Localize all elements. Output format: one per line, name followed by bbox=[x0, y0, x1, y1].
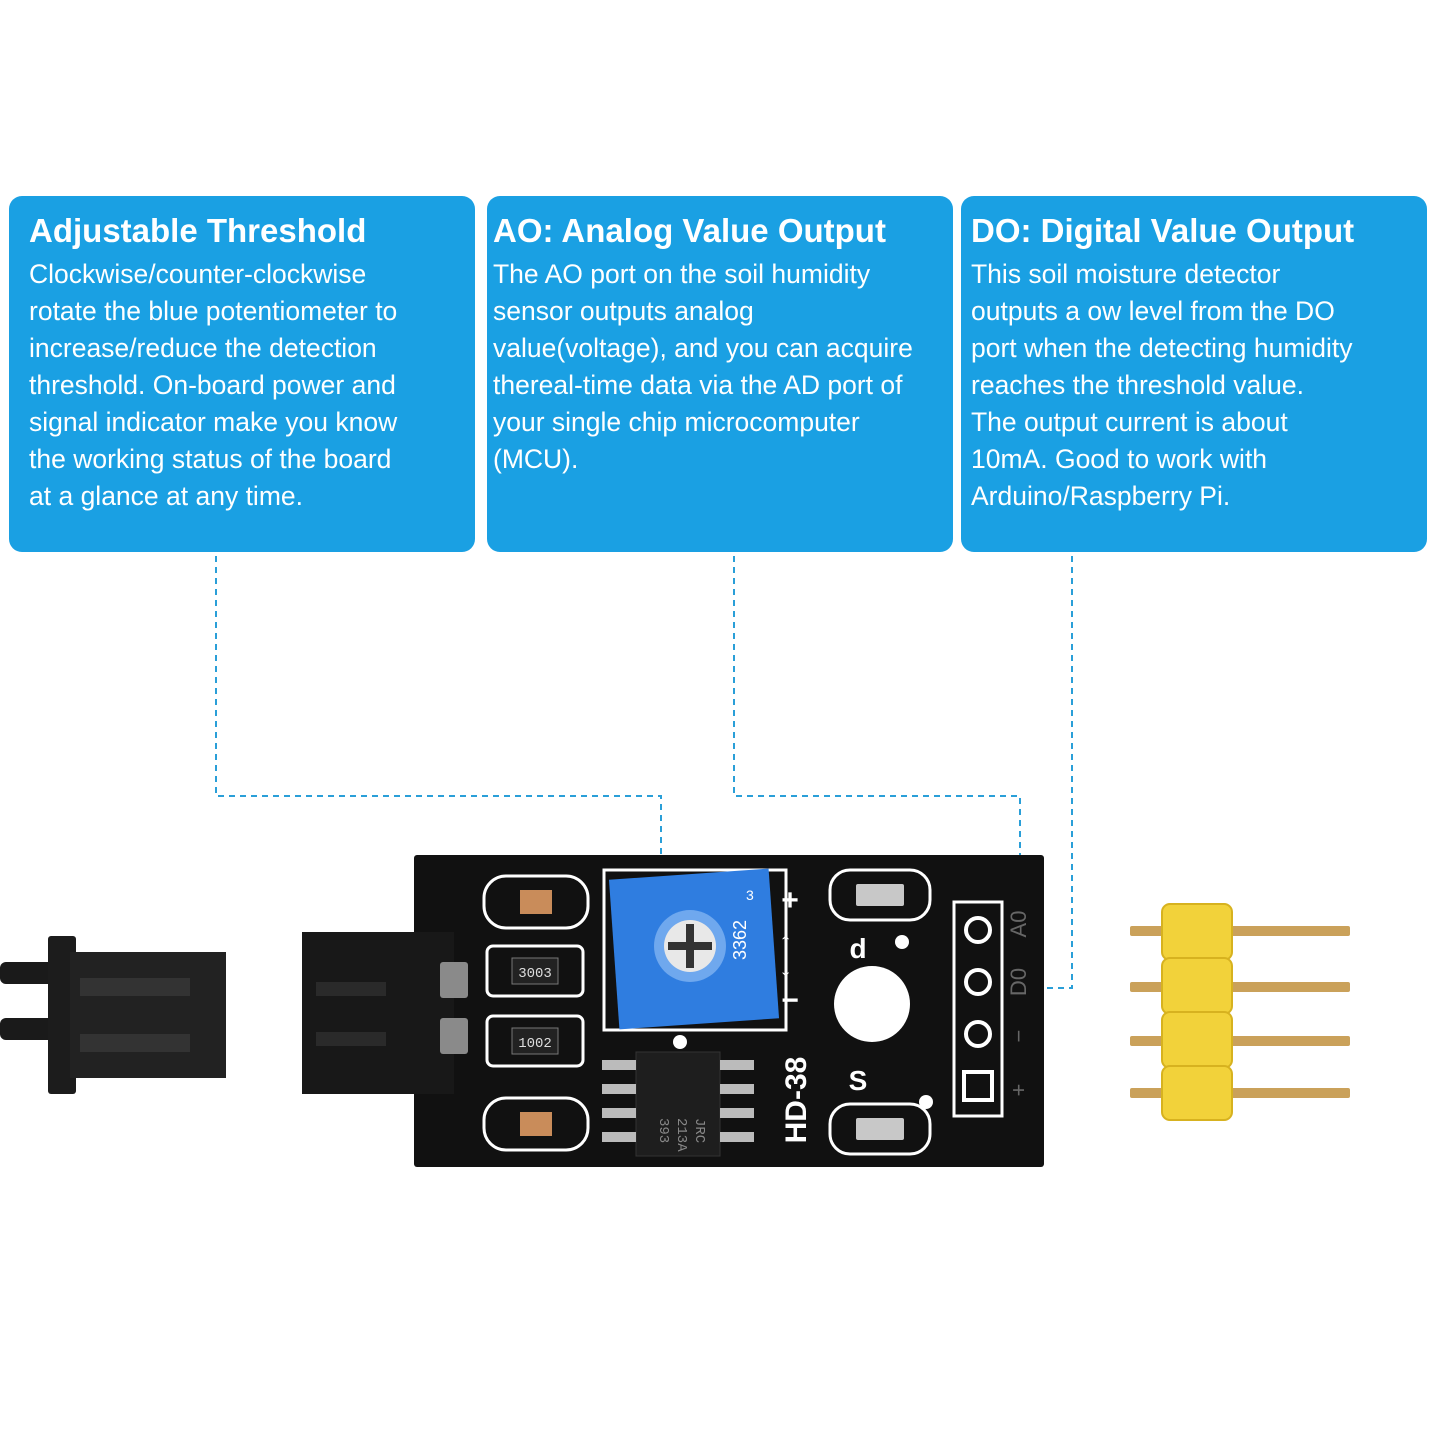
resistor-2-code: 1002 bbox=[518, 1036, 552, 1052]
analog-output-card: AO: Analog Value Output The AO port on t… bbox=[487, 196, 953, 552]
cable-icon bbox=[0, 936, 226, 1094]
analog-output-card-title: AO: Analog Value Output bbox=[493, 212, 886, 249]
pin-header-icon bbox=[1130, 903, 1350, 1121]
threshold-card: Adjustable Threshold Clockwise/counter-c… bbox=[9, 196, 475, 552]
resistor-1-code: 3003 bbox=[518, 966, 552, 982]
threshold-card-body: Clockwise/counter-clockwise rotate the b… bbox=[29, 259, 398, 511]
comparator-chip-icon: 393 213A JRC bbox=[602, 1051, 754, 1157]
pot-pin-number: 3 bbox=[746, 887, 754, 903]
signal-led-icon bbox=[856, 1118, 904, 1140]
power-led-label: d bbox=[849, 933, 866, 964]
power-led-icon bbox=[856, 884, 904, 906]
threshold-card-title: Adjustable Threshold bbox=[29, 212, 367, 249]
probe-connector-icon bbox=[302, 932, 454, 1094]
digital-output-card: DO: Digital Value Output This soil moist… bbox=[961, 196, 1427, 552]
board-model: HD-38 bbox=[780, 1057, 813, 1144]
pot-code: 3362 bbox=[730, 920, 750, 960]
digital-output-card-body: This soil moisture detector outputs a ow… bbox=[971, 259, 1353, 511]
digital-output-card-title: DO: Digital Value Output bbox=[971, 212, 1355, 249]
pin-label-gnd: − bbox=[1006, 1030, 1031, 1043]
chip-line-3: JRC bbox=[691, 1118, 707, 1143]
pcb-board: 3003 1002 3362 3 + ←→ − 393 213A JR bbox=[302, 855, 1044, 1167]
analog-output-card-body: The AO port on the soil humidity sensor … bbox=[493, 259, 913, 474]
pot-mark-arrows: ←→ bbox=[766, 930, 796, 982]
pot-mark-minus: − bbox=[781, 984, 799, 1017]
pin-label-ao: A0 bbox=[1006, 911, 1031, 938]
pot-mark-plus: + bbox=[781, 884, 799, 917]
signal-led-label: S bbox=[849, 1065, 868, 1096]
pin-label-do: D0 bbox=[1006, 968, 1031, 996]
leader-line-threshold bbox=[215, 556, 662, 878]
chip-line-1: 393 bbox=[655, 1118, 671, 1143]
pin-label-vcc: + bbox=[1006, 1084, 1031, 1097]
chip-line-2: 213A bbox=[673, 1118, 689, 1152]
potentiometer-icon: 3362 3 bbox=[608, 868, 780, 1030]
mounting-hole bbox=[834, 966, 910, 1042]
